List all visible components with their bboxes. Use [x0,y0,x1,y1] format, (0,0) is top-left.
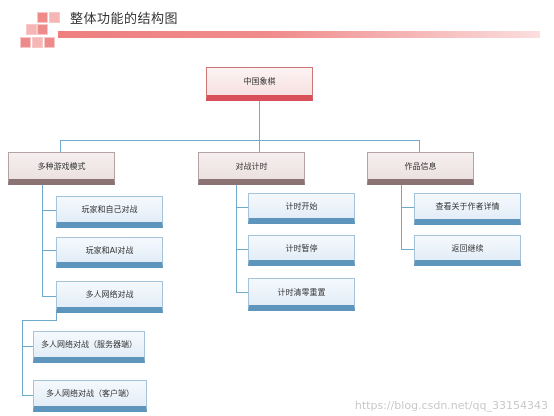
leaf-label: 计时开始 [285,201,318,211]
category-game-modes: 多种游戏模式 [8,152,115,185]
page-title: 整体功能的结构图 [70,12,179,27]
leaf-network-battle: 多人网络对战 [56,281,163,313]
category-timer: 对战计时 [198,152,305,185]
leaf-label: 多人网络对战 [85,290,134,299]
title-underline [58,31,540,38]
leaf-network-client: 多人网络对战（客户端） [33,380,147,412]
leaf-timer-start: 计时开始 [248,193,355,224]
leaf-player-vs-ai: 玩家和AI对战 [56,237,163,268]
root-node-label: 中国象棋 [243,77,276,86]
leaf-label: 多人网络对战（服务器端） [41,340,137,349]
watermark-text: https://blog.csdn.net/qq_33154343 [354,399,548,412]
leaf-label: 玩家和AI对战 [85,245,134,255]
leaf-label: 计时暂停 [285,243,318,253]
leaf-label: 玩家和自己对战 [81,205,138,214]
leaf-network-server: 多人网络对战（服务器端） [33,331,145,363]
leaf-player-vs-self: 玩家和自己对战 [56,196,163,228]
leaf-label: 查看关于作者详情 [435,202,500,211]
category-label: 多种游戏模式 [37,161,86,171]
category-label: 对战计时 [235,161,268,171]
leaf-label: 多人网络对战（客户端） [46,389,134,398]
leaf-timer-pause: 计时暂停 [248,235,355,266]
category-about: 作品信息 [367,152,474,185]
leaf-timer-reset: 计时清零重置 [248,278,355,311]
category-label: 作品信息 [404,161,437,171]
leaf-return-continue: 返回继续 [414,235,521,266]
leaf-label: 返回继续 [451,243,484,253]
root-node: 中国象棋 [206,67,313,101]
leaf-label: 计时清零重置 [277,287,326,297]
leaf-view-author: 查看关于作者详情 [414,193,521,225]
